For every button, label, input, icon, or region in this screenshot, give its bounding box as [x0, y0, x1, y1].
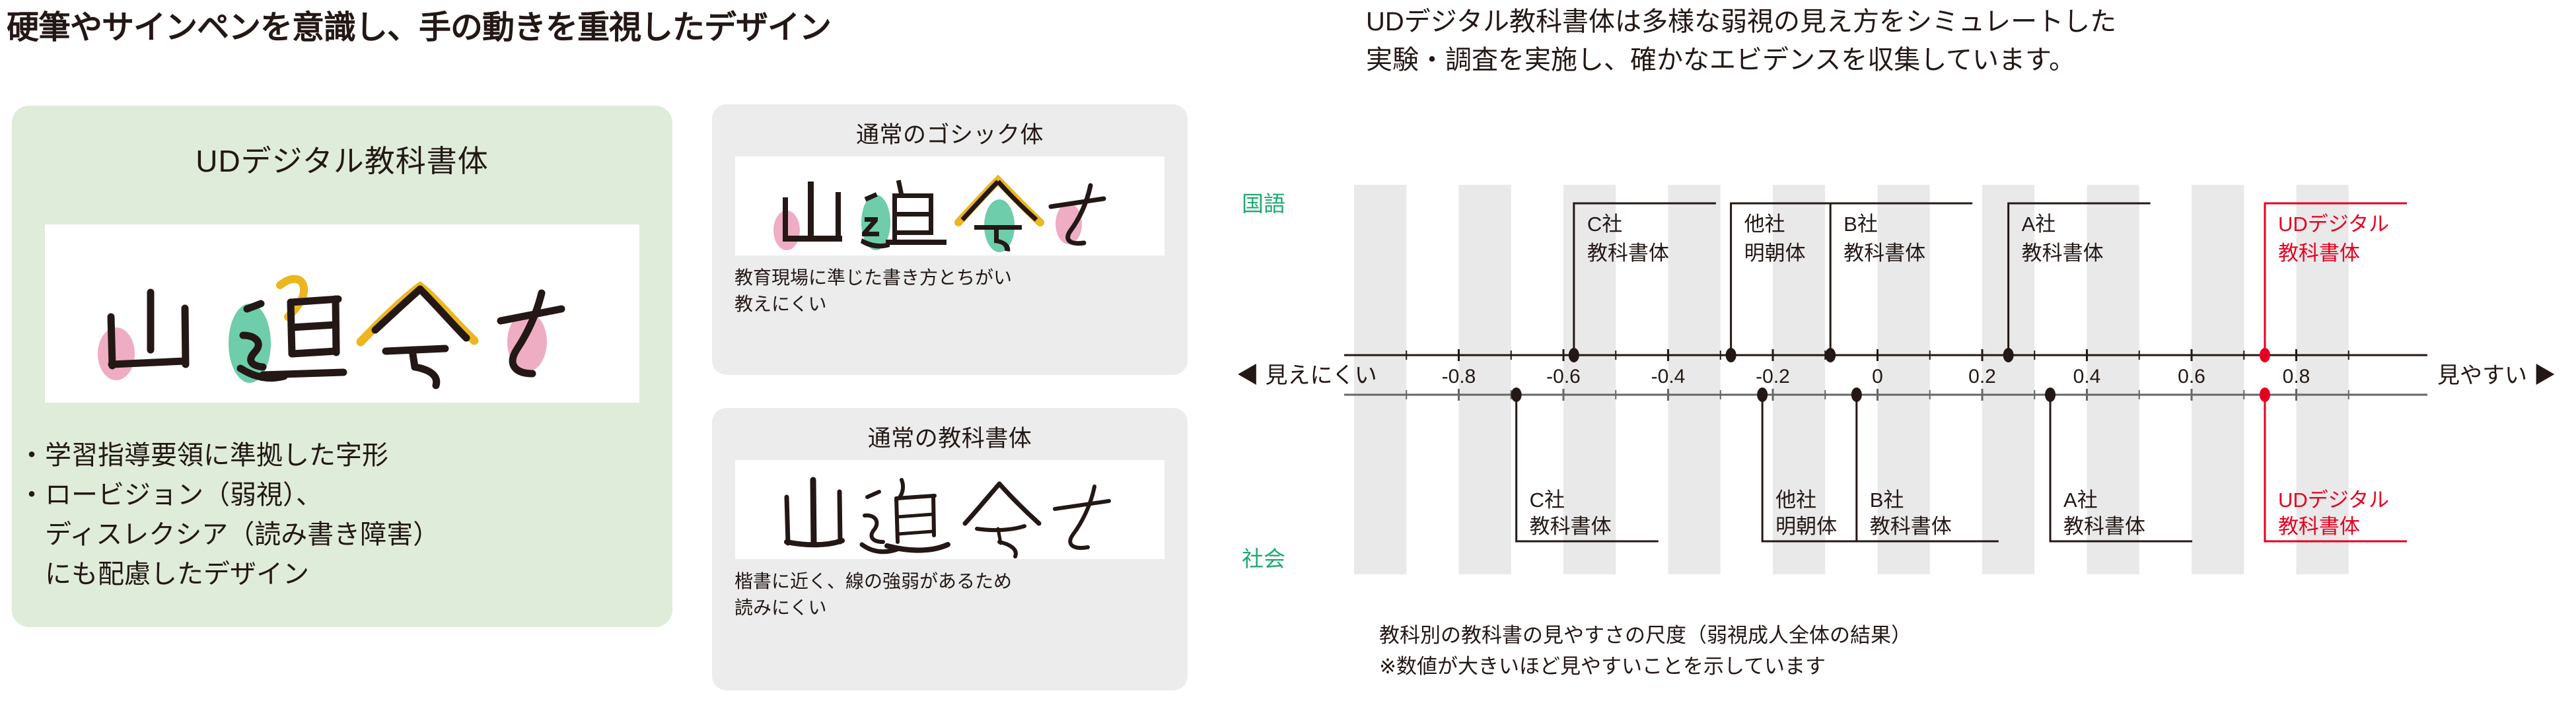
point-label-line1: A社	[2063, 488, 2098, 512]
point-label-line1: B社	[1870, 488, 1904, 512]
axis-tick-label: -0.8	[1442, 366, 1476, 387]
caption-line: 教育現場に準じた書き方とちがい	[734, 267, 1013, 288]
chart-note-line: 教科別の教科書の見やすさの尺度（弱視成人全体の結果）	[1379, 624, 1912, 647]
point-label-line2: 明朝体	[1744, 242, 1806, 265]
evidence-lead-text: UDデジタル教科書体は多様な弱視の見え方をシミュレートした 実験・調査を実施し、…	[1366, 3, 2555, 79]
chart-note-line: ※数値が大きいほど見やすいことを示しています	[1379, 654, 1826, 678]
axis-tick-label: -0.2	[1756, 366, 1790, 387]
point-label-line2: 教科書体	[1843, 242, 1925, 265]
point-label-line1: C社	[1587, 213, 1622, 236]
point-label-line1: A社	[2022, 213, 2056, 236]
data-point	[2003, 348, 2014, 362]
chart-band	[1458, 185, 1511, 574]
lead-line: 実験・調査を実施し、確かなエビデンスを収集しています。	[1366, 46, 2075, 75]
chart-band	[2192, 185, 2244, 574]
axis-tick-label: 0.6	[2178, 366, 2205, 387]
comparison-card-title: 通常の教科書体	[867, 426, 1032, 452]
point-label-line2: 教科書体	[1530, 515, 1612, 538]
label-leader-line	[2007, 202, 2151, 355]
readability-scale-chart: -0.8 -0.6 -0.4 -0.2 0 0.2 0.4 0.6 0.8 ◀ 見えにくい 見やすい…	[1229, 165, 2576, 601]
chart-notes: 教科別の教科書の見やすさの尺度（弱視成人全体の結果） ※数値が大きいほど見やすい…	[1379, 620, 2502, 682]
point-label-line2: 教科書体	[2022, 242, 2104, 265]
data-point	[2259, 387, 2270, 402]
kyokasho-caption: 楷書に近く、線の強弱があるため 読みにくい	[712, 559, 1188, 621]
axis-right-label: 見やすい ▶	[2437, 363, 2556, 388]
gothic-sample-glyphs	[773, 174, 1106, 252]
page-title: 硬筆やサインペンを意識し、手の動きを重視したデザイン	[7, 10, 832, 46]
data-point	[2045, 387, 2056, 402]
point-label-line1: C社	[1530, 488, 1565, 512]
axis-tick-label: 0.4	[2073, 366, 2101, 387]
data-point	[1725, 348, 1736, 362]
label-leader-line	[1855, 395, 1999, 543]
label-leader-line	[1730, 202, 1873, 355]
ud-font-sample-glyphs	[98, 275, 565, 389]
comparison-card-kyokasho: 通常の教科書体	[712, 408, 1188, 690]
label-leader-line	[1515, 395, 1659, 543]
label-leader-line	[2049, 395, 2193, 543]
comparison-card-title: 通常のゴシック体	[855, 122, 1044, 148]
point-label-line1: B社	[1843, 213, 1878, 236]
axis-tick-label: 0	[1872, 366, 1883, 387]
caption-line: 楷書に近く、線の強弱があるため	[734, 571, 1013, 591]
series-label-kokugo: 国語	[1242, 191, 1285, 216]
chart-band	[2296, 185, 2349, 574]
ud-font-card: UDデジタル教科書体	[12, 106, 672, 627]
bullet-item: ディスレクシア（読み書き障害）	[45, 520, 440, 549]
point-label-line1: 他社	[1775, 488, 1816, 512]
axis-left-label: ◀ 見えにくい	[1236, 363, 1377, 388]
point-label-line2: 教科書体	[1587, 242, 1669, 265]
bullet-item: ・学習指導要領に準拠した字形	[18, 441, 388, 470]
chart-band	[2087, 185, 2139, 574]
ud-font-bullets: ・学習指導要領に準拠した字形 ・ロービジョン（弱視）、 ディスレクシア（読み書き…	[18, 436, 679, 594]
data-point	[1825, 348, 1836, 362]
chart-band	[1668, 185, 1721, 574]
point-label-line2: 教科書体	[2278, 515, 2360, 538]
axis-tick-label: -0.4	[1651, 366, 1686, 387]
caption-line: 読みにくい	[734, 597, 827, 618]
point-label-line2: 教科書体	[1870, 515, 1952, 538]
label-leader-line	[1573, 202, 1716, 355]
caption-line: 教えにくい	[734, 293, 827, 314]
comparison-card-gothic: 通常のゴシック体	[712, 104, 1188, 375]
point-label-line2: 明朝体	[1775, 515, 1837, 538]
point-label-line2: 教科書体	[2278, 242, 2360, 265]
chart-band	[1563, 185, 1616, 574]
gothic-sample-box	[735, 156, 1164, 255]
lead-line: UDデジタル教科書体は多様な弱視の見え方をシミュレートした	[1366, 7, 2117, 36]
point-label-line1: UDデジタル	[2278, 213, 2389, 236]
data-point	[1568, 348, 1579, 362]
series-label-shakai: 社会	[1242, 547, 1285, 571]
label-leader-line	[1829, 202, 1973, 355]
bullet-item: ・ロービジョン（弱視）、	[18, 481, 322, 510]
label-leader-line	[2264, 202, 2407, 355]
ud-font-card-title: UDデジタル教科書体	[196, 144, 489, 178]
point-label-line1: 他社	[1744, 213, 1785, 236]
point-label-line1: UDデジタル	[2278, 488, 2389, 512]
label-leader-line	[2264, 395, 2407, 543]
data-point	[1511, 387, 1522, 402]
chart-band	[1773, 185, 1826, 574]
chart-band	[1354, 185, 1407, 574]
gothic-caption: 教育現場に準じた書き方とちがい 教えにくい	[712, 255, 1188, 318]
chart-canvas: -0.8 -0.6 -0.4 -0.2 0 0.2 0.4 0.6 0.8 ◀ 見えにくい 見やすい…	[1236, 185, 2556, 574]
chart-band	[1877, 185, 1930, 574]
kyokasho-sample-box	[735, 460, 1164, 559]
axis-tick-label: 0.8	[2283, 366, 2310, 387]
axis-tick-label: -0.6	[1546, 366, 1581, 387]
ud-font-sample-box	[45, 224, 639, 403]
point-label-line2: 教科書体	[2063, 515, 2145, 538]
axis-tick-label: 0.2	[1968, 366, 1996, 387]
data-point	[1851, 387, 1862, 402]
data-point	[2259, 348, 2270, 362]
data-point	[1757, 387, 1768, 402]
kyokasho-sample-glyphs	[784, 477, 1111, 558]
bullet-item: にも配慮したデザイン	[45, 560, 309, 589]
